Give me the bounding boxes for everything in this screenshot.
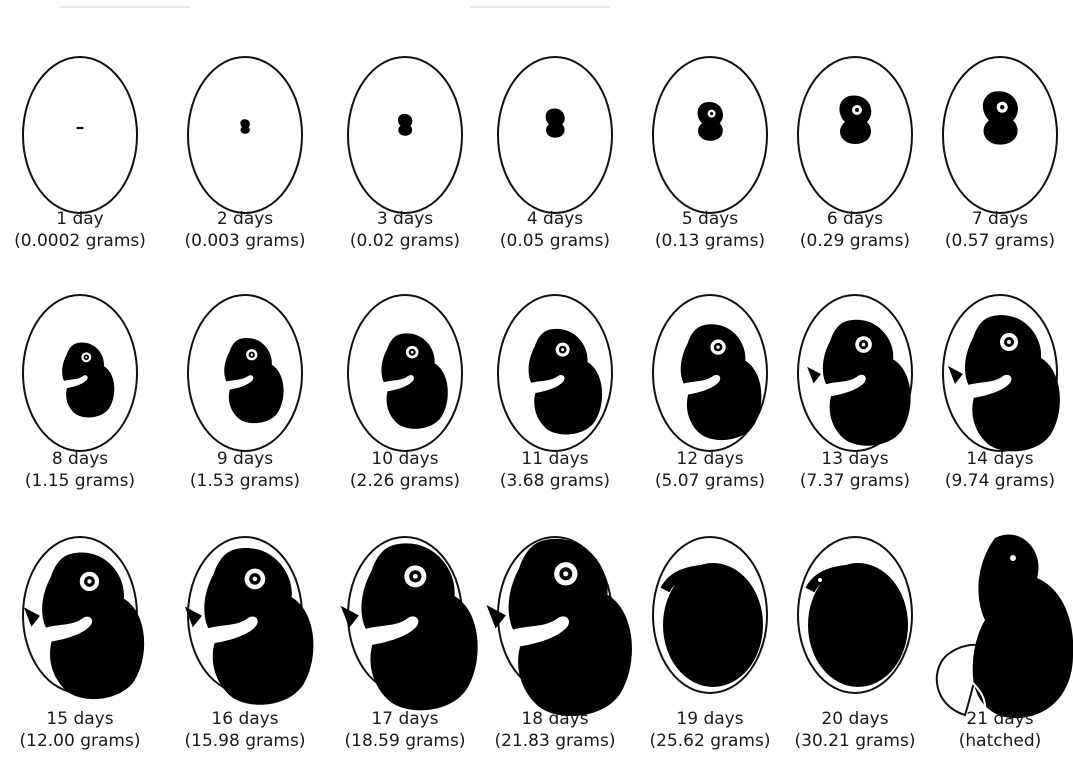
weight-label: (15.98 grams) [160,730,330,752]
stage-10: 10 days(2.26 grams) [330,278,480,523]
weight-label: (0.57 grams) [915,230,1073,252]
day-label: 11 days [470,448,640,470]
day-label: 4 days [470,208,640,230]
stage-caption: 7 days(0.57 grams) [915,208,1073,252]
stage-17: 17 days(18.59 grams) [330,520,480,765]
weight-label: (1.15 grams) [0,470,165,492]
stage-caption: 2 days(0.003 grams) [160,208,330,252]
day-label: 3 days [320,208,490,230]
scan-artifact-line [60,6,190,8]
stage-caption: 15 days(12.00 grams) [0,708,165,752]
stage-12: 12 days(5.07 grams) [635,278,785,523]
egg-outline [188,57,302,213]
day-label: 2 days [160,208,330,230]
day-label: 15 days [0,708,165,730]
stage-4: 4 days(0.05 grams) [480,40,630,285]
stage-9: 9 days(1.53 grams) [170,278,320,523]
stage-13: 13 days(7.37 grams) [780,278,930,523]
egg-illustration [5,520,155,720]
stage-caption: 18 days(21.83 grams) [470,708,640,752]
embryo [546,108,565,137]
egg-illustration [480,520,630,720]
weight-label: (0.0002 grams) [0,230,165,252]
weight-label: (0.05 grams) [470,230,640,252]
day-label: 14 days [915,448,1073,470]
weight-label: (0.02 grams) [320,230,490,252]
day-label: 21 days [915,708,1073,730]
stage-caption: 9 days(1.53 grams) [160,448,330,492]
stage-caption: 3 days(0.02 grams) [320,208,490,252]
chick-silhouette [973,534,1073,718]
stage-8: 8 days(1.15 grams) [5,278,155,523]
egg-outline [23,57,137,213]
weight-label: (2.26 grams) [320,470,490,492]
day-label: 9 days [160,448,330,470]
weight-label: (0.003 grams) [160,230,330,252]
scan-artifact-line [470,6,610,8]
stage-16: 16 days(15.98 grams) [170,520,320,765]
day-label: 8 days [0,448,165,470]
stage-caption: 11 days(3.68 grams) [470,448,640,492]
stage-14: 14 days(9.74 grams) [925,278,1073,523]
weight-label: (hatched) [915,730,1073,752]
stage-2: 2 days(0.003 grams) [170,40,320,285]
stage-19: 19 days(25.62 grams) [635,520,785,765]
embryo [76,127,83,129]
weight-label: (18.59 grams) [320,730,490,752]
stage-caption: 1 day(0.0002 grams) [0,208,165,252]
embryo [698,102,724,141]
embryo [839,95,871,144]
weight-label: (12.00 grams) [0,730,165,752]
egg-illustration [925,520,1073,720]
stage-caption: 17 days(18.59 grams) [320,708,490,752]
weight-label: (3.68 grams) [470,470,640,492]
stage-11: 11 days(3.68 grams) [480,278,630,523]
stage-18: 18 days(21.83 grams) [480,520,630,765]
stage-7: 7 days(0.57 grams) [925,40,1073,285]
day-label: 7 days [915,208,1073,230]
stage-1: 1 day(0.0002 grams) [5,40,155,285]
stage-20: 20 days(30.21 grams) [780,520,930,765]
day-label: 17 days [320,708,490,730]
egg-illustration [780,520,930,720]
chick-eye [1010,555,1016,561]
stage-21: 21 days(hatched) [925,520,1073,765]
weight-label: (1.53 grams) [160,470,330,492]
day-label: 18 days [470,708,640,730]
day-label: 16 days [160,708,330,730]
eye-highlight [818,578,822,582]
weight-label: (9.74 grams) [915,470,1073,492]
stage-caption: 14 days(9.74 grams) [915,448,1073,492]
day-label: 1 day [0,208,165,230]
egg-illustration [330,520,480,720]
stage-caption: 4 days(0.05 grams) [470,208,640,252]
weight-label: (21.83 grams) [470,730,640,752]
day-label: 10 days [320,448,490,470]
stage-caption: 8 days(1.15 grams) [0,448,165,492]
stage-caption: 21 days(hatched) [915,708,1073,752]
egg-illustration [635,520,785,720]
stage-15: 15 days(12.00 grams) [5,520,155,765]
stage-3: 3 days(0.02 grams) [330,40,480,285]
stage-caption: 10 days(2.26 grams) [320,448,490,492]
stage-caption: 16 days(15.98 grams) [160,708,330,752]
embryo [398,114,412,136]
stage-6: 6 days(0.29 grams) [780,40,930,285]
stage-5: 5 days(0.13 grams) [635,40,785,285]
embryo [240,119,250,134]
embryo [983,91,1018,144]
egg-illustration [170,520,320,720]
